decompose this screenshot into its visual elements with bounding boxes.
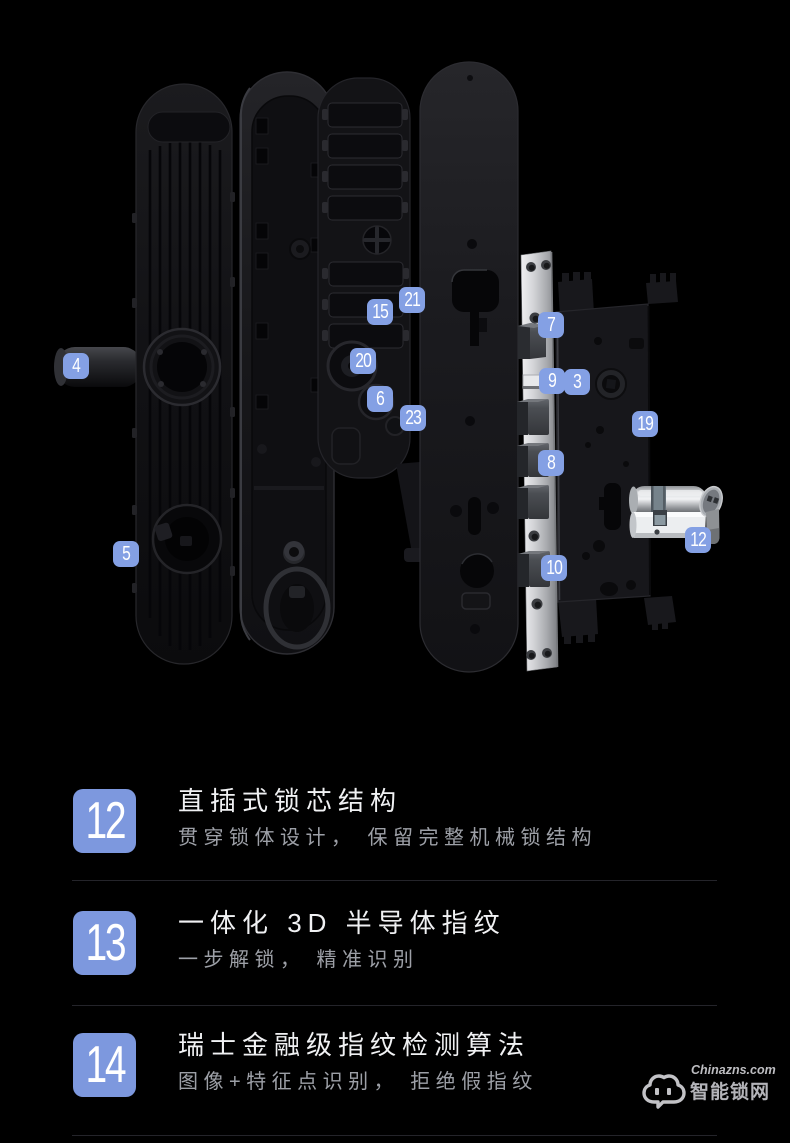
watermark-site: 智能锁网 bbox=[690, 1082, 771, 1103]
inner-mounting-plate bbox=[419, 61, 519, 673]
callout-number: 7 bbox=[547, 314, 556, 336]
callout-badge: 6 bbox=[367, 386, 393, 412]
divider bbox=[72, 1135, 717, 1136]
callout-number: 8 bbox=[547, 452, 556, 474]
callout-badge: 12 bbox=[685, 527, 711, 553]
callout-number: 4 bbox=[72, 355, 81, 377]
feature-number-badge: 14 bbox=[73, 1033, 136, 1097]
callout-badge: 5 bbox=[113, 541, 139, 567]
feature-description: 贯穿锁体设计， 保留完整机械锁结构 bbox=[178, 827, 598, 849]
callout-badge: 4 bbox=[63, 353, 89, 379]
front-housing-frame bbox=[239, 71, 335, 655]
feature-title: 瑞士金融级指纹检测算法 bbox=[178, 1030, 531, 1060]
callout-badge: 9 bbox=[539, 368, 565, 394]
feature-row: 14 瑞士金融级指纹检测算法 图像+特征点识别， 拒绝假指纹 bbox=[73, 1030, 717, 1099]
callout-number: 19 bbox=[637, 413, 654, 435]
callout-badge: 3 bbox=[564, 369, 590, 395]
callout-badge: 8 bbox=[538, 450, 564, 476]
callout-number: 12 bbox=[690, 529, 707, 551]
feature-title: 直插式锁芯结构 bbox=[178, 786, 403, 816]
lock-cylinder bbox=[629, 485, 723, 544]
callout-number: 21 bbox=[404, 289, 421, 311]
callout-badge: 19 bbox=[632, 411, 658, 437]
callout-badge: 7 bbox=[538, 312, 564, 338]
callout-number: 10 bbox=[546, 557, 563, 579]
feature-number: 14 bbox=[85, 1036, 126, 1094]
feature-title: 一体化 3D 半导体指纹 bbox=[178, 908, 506, 938]
feature-number-badge: 13 bbox=[73, 911, 136, 975]
watermark: Chinazns.com 智能锁网 bbox=[641, 1063, 776, 1111]
front-escutcheon-back-cover bbox=[132, 83, 235, 665]
callout-number: 5 bbox=[122, 543, 131, 565]
callout-number: 3 bbox=[573, 371, 582, 393]
feature-row: 12 直插式锁芯结构 贯穿锁体设计， 保留完整机械锁结构 bbox=[73, 786, 717, 855]
divider bbox=[72, 880, 717, 881]
callout-number: 9 bbox=[548, 370, 557, 392]
callout-number: 20 bbox=[355, 350, 372, 372]
callout-number: 6 bbox=[376, 388, 385, 410]
callout-badge: 10 bbox=[541, 555, 567, 581]
divider bbox=[72, 1005, 717, 1006]
callout-badge: 15 bbox=[367, 299, 393, 325]
feature-number: 13 bbox=[85, 914, 126, 972]
feature-description: 一步解锁， 精准识别 bbox=[178, 949, 419, 971]
feature-number-badge: 12 bbox=[73, 789, 136, 853]
callout-badge: 21 bbox=[399, 287, 425, 313]
callout-number: 15 bbox=[372, 301, 389, 323]
feature-number: 12 bbox=[85, 792, 126, 850]
exploded-lock-diagram bbox=[54, 61, 723, 673]
watermark-brand: Chinazns.com bbox=[691, 1063, 776, 1077]
callout-number: 23 bbox=[405, 407, 422, 429]
callout-badge: 20 bbox=[350, 348, 376, 374]
feature-description: 图像+特征点识别， 拒绝假指纹 bbox=[178, 1071, 538, 1093]
feature-row: 13 一体化 3D 半导体指纹 一步解锁， 精准识别 bbox=[73, 908, 717, 977]
cloud-lock-icon bbox=[642, 1074, 686, 1109]
callout-badge: 23 bbox=[400, 405, 426, 431]
